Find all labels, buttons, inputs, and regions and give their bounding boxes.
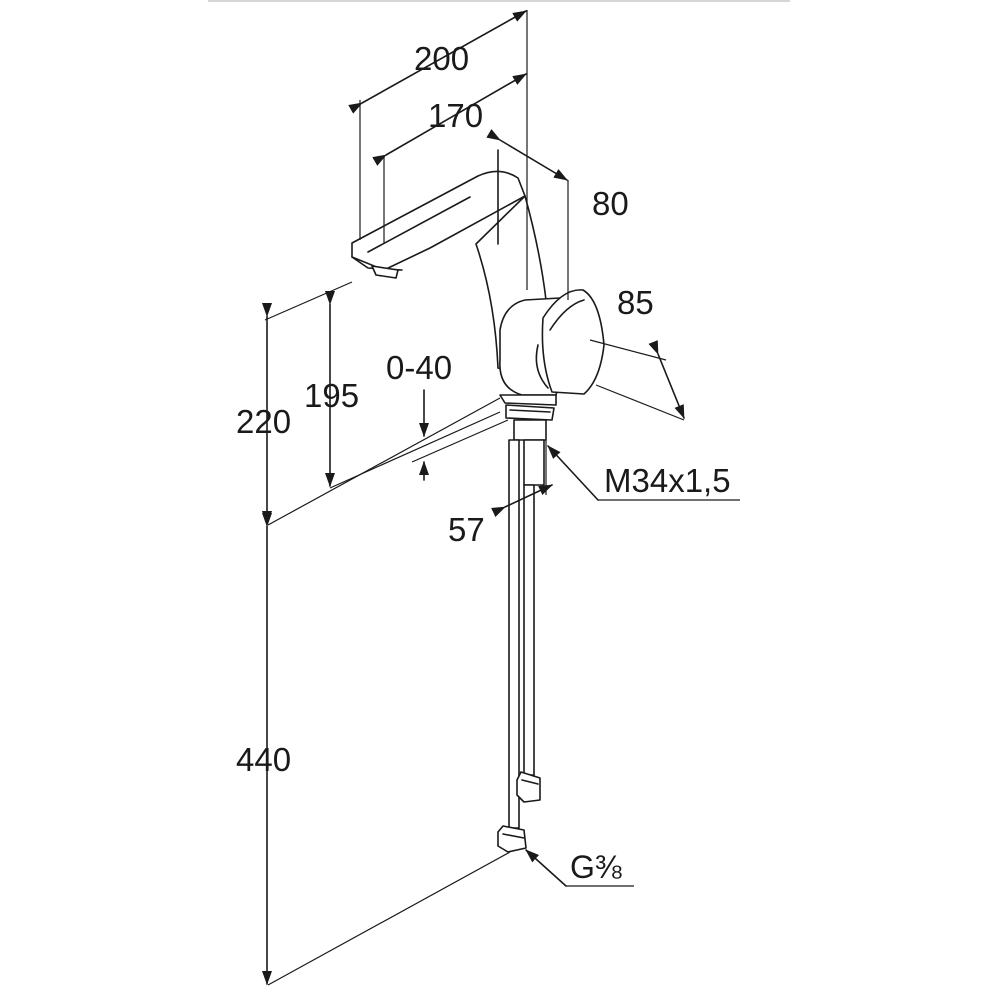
dim-57-line — [491, 484, 553, 518]
hose-nut-left — [497, 825, 527, 853]
label-220: 220 — [236, 403, 291, 440]
top-border-rule — [208, 0, 790, 2]
label-440: 440 — [236, 741, 291, 778]
aerator — [371, 265, 399, 279]
dim-170-line — [372, 73, 527, 166]
dim-80-line — [486, 129, 568, 181]
label-85: 85 — [617, 284, 654, 321]
basin-line-upper — [264, 281, 353, 321]
label-thread: M34x1,5 — [604, 462, 731, 499]
label-170: 170 — [428, 97, 483, 134]
basin-line-main — [267, 397, 501, 526]
lever-handle — [541, 289, 605, 395]
supply-hose-right — [523, 484, 535, 776]
dimension-lines — [262, 10, 740, 986]
connection-leader — [525, 849, 567, 887]
base-ring — [499, 394, 557, 406]
label-57: 57 — [448, 511, 485, 548]
faucet-body — [351, 149, 605, 853]
mounting-shank — [513, 419, 547, 441]
hose-nut-right — [516, 771, 541, 803]
label-195: 195 — [304, 377, 359, 414]
supply-hose-left — [508, 439, 520, 829]
label-200: 200 — [414, 40, 469, 77]
dim-85-line — [648, 340, 685, 419]
thread-leader — [547, 445, 599, 501]
label-0-40: 0-40 — [386, 349, 452, 386]
label-connection: G⅜ — [570, 849, 622, 885]
label-80: 80 — [592, 185, 629, 222]
